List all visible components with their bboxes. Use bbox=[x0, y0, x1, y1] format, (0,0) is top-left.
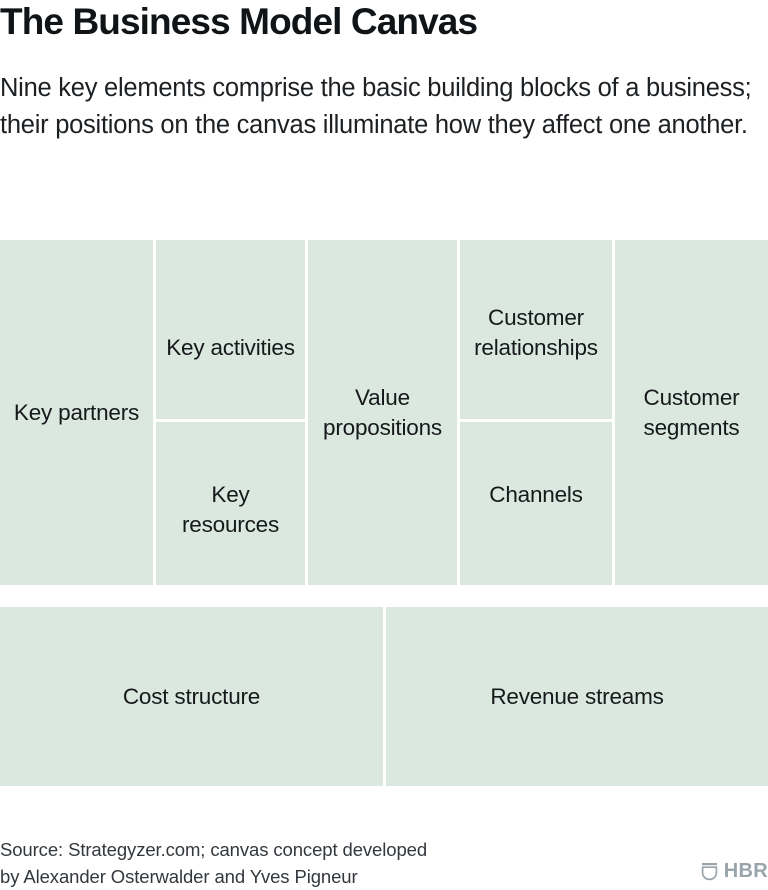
canvas-cell-label: Customer relationships bbox=[474, 305, 598, 360]
canvas-cell-value-propositions[interactable]: Value propositions bbox=[308, 240, 457, 585]
canvas-cell-key-activities[interactable]: Key activities bbox=[156, 240, 305, 419]
canvas-cell-label: Key activities bbox=[166, 335, 295, 360]
canvas-cell-label: Revenue streams bbox=[490, 683, 664, 709]
page-title: The Business Model Canvas bbox=[0, 1, 478, 42]
canvas-cell-label: Key resources bbox=[182, 482, 279, 537]
business-model-canvas: Key partners Key activities Key resource… bbox=[0, 240, 768, 786]
hbr-shield-icon bbox=[701, 863, 718, 881]
canvas-cell-label: Channels bbox=[489, 482, 583, 507]
hbr-logo: HBR bbox=[701, 860, 768, 882]
canvas-cell-cost-structure[interactable]: Cost structure bbox=[0, 607, 383, 786]
canvas-cell-channels[interactable]: Channels bbox=[460, 422, 612, 585]
header: The Business Model Canvas Nine key eleme… bbox=[0, 0, 768, 144]
canvas-cell-label: Key partners bbox=[13, 399, 140, 425]
canvas-cell-label: Cost structure bbox=[122, 683, 261, 709]
source-note: Source: Strategyzer.com; canvas concept … bbox=[0, 839, 428, 887]
footer: Source: Strategyzer.com; canvas concept … bbox=[0, 836, 768, 890]
canvas-cell-revenue-streams[interactable]: Revenue streams bbox=[386, 607, 768, 786]
canvas-cell-label: Value propositions bbox=[323, 384, 442, 440]
canvas-cell-key-partners[interactable]: Key partners bbox=[0, 240, 153, 585]
hbr-wordmark: HBR bbox=[723, 860, 768, 882]
canvas-cell-customer-segments[interactable]: Customer segments bbox=[615, 240, 768, 585]
canvas-cell-label: Customer segments bbox=[643, 384, 740, 440]
canvas-cell-customer-relationships[interactable]: Customer relationships bbox=[460, 240, 612, 419]
page-subtitle: Nine key elements comprise the basic bui… bbox=[0, 74, 752, 139]
canvas-cell-key-resources[interactable]: Key resources bbox=[156, 422, 305, 585]
